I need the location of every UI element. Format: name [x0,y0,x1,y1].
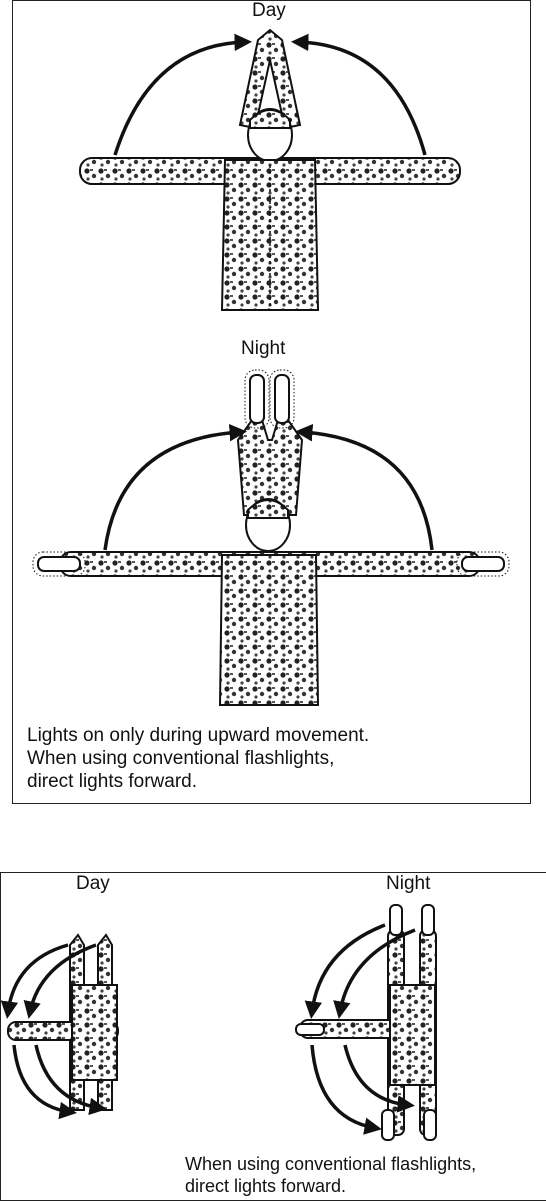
night-right-arc-arrow [295,423,434,551]
bottom-night-flashlight-icons [295,904,437,1141]
bottom-day-label: Day [76,873,110,894]
top-caption-line-2: When using conventional flashlights, [27,748,335,769]
bottom-caption: When using conventional flashlights, dir… [185,1153,476,1197]
bottom-day-soldier-figure [7,933,119,1111]
day-left-arc-arrow [113,33,252,156]
top-caption: Lights on only during upward movement. W… [27,724,369,793]
flashlight-glow-outlines [32,369,510,577]
day-soldier-figure [79,28,461,311]
top-night-label: Night [241,338,286,359]
bottom-caption-line-1: When using conventional flashlights, [185,1154,477,1174]
bottom-caption-line-2: direct lights forward. [185,1176,347,1196]
bottom-night-soldier-figure [299,929,437,1136]
day-right-arc-arrow [291,33,427,156]
bottom-night-arrows [304,923,416,1135]
bottom-day-arrows [0,943,107,1120]
night-soldier-figure [59,419,481,706]
top-signal-panel [12,0,531,804]
bottom-night-label: Night [386,873,431,894]
bottom-signal-panel [0,872,546,1201]
top-day-label: Day [252,0,286,21]
night-flashlight-icons [37,374,505,572]
top-caption-line-3: direct lights forward. [27,771,198,792]
top-caption-line-1: Lights on only during upward movement. [27,725,370,746]
night-left-arc-arrow [103,423,247,551]
